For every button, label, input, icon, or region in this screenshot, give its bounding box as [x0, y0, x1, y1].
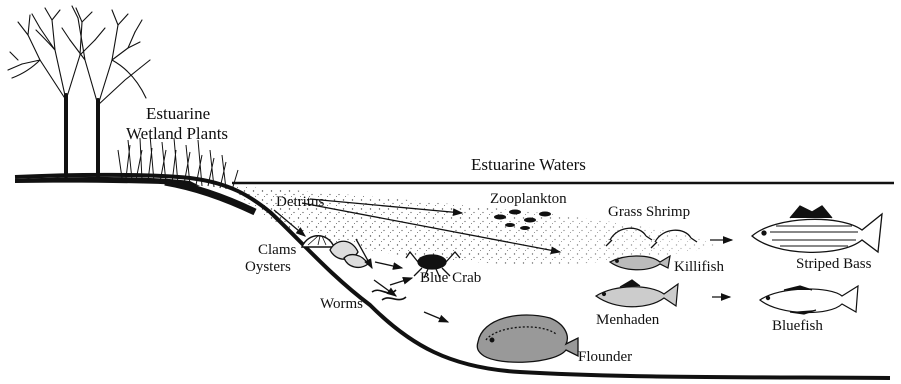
label-blue-crab: Blue Crab	[420, 270, 481, 286]
label-bluefish: Bluefish	[772, 318, 823, 334]
label-wetland-plants: Wetland Plants	[126, 124, 228, 143]
label-flounder: Flounder	[578, 349, 632, 365]
label-estuarine: Estuarine	[146, 104, 210, 123]
label-oysters: Oysters	[245, 259, 291, 275]
killifish-icon	[610, 256, 670, 270]
label-worms: Worms	[320, 296, 363, 312]
label-estuarine-waters: Estuarine Waters	[471, 155, 586, 174]
striped-bass-icon	[752, 206, 882, 252]
flounder-icon	[477, 315, 578, 362]
label-striped-bass: Striped Bass	[796, 256, 871, 272]
label-clams: Clams	[258, 242, 296, 258]
label-grass-shrimp: Grass Shrimp	[608, 204, 690, 220]
label-killifish: Killifish	[674, 259, 724, 275]
menhaden-icon	[596, 280, 678, 307]
label-zooplankton: Zooplankton	[490, 191, 567, 207]
label-menhaden: Menhaden	[596, 312, 659, 328]
label-detritus: Detritus	[276, 194, 324, 210]
bluefish-icon	[760, 286, 858, 314]
